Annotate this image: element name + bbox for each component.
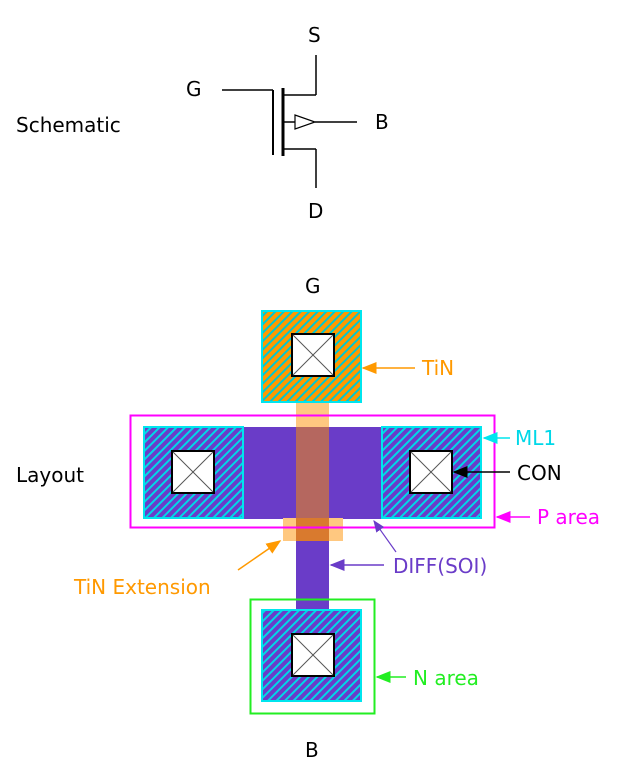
- schematic-gate-label: G: [186, 77, 202, 101]
- gate-channel-overlap: [296, 427, 329, 519]
- gate-contact: [291, 333, 335, 377]
- schematic-source-label: S: [308, 23, 321, 47]
- source-contact: [171, 450, 215, 494]
- tin-extension-arrow-icon: [237, 540, 282, 571]
- body-contact: [291, 633, 335, 677]
- layout-body-label: B: [305, 738, 319, 762]
- schematic-body-label: B: [375, 110, 389, 134]
- mosfet-symbol: [222, 55, 357, 188]
- drain-contact: [409, 450, 453, 494]
- layout-gate-label: G: [305, 274, 321, 298]
- tin-annotation: TiN: [421, 356, 454, 380]
- body-arrow-icon: [294, 114, 317, 130]
- n-area-boundary: [249, 598, 376, 715]
- layout-label: Layout: [16, 463, 84, 487]
- diff-arrow-upper-icon: [373, 520, 397, 553]
- schematic-drain-label: D: [308, 199, 323, 223]
- con-annotation: CON: [517, 461, 562, 485]
- tin-extension-annotation: TiN Extension: [73, 575, 211, 599]
- diff-annotation: DIFF(SOI): [393, 554, 487, 578]
- p-area-annotation: P area: [537, 505, 600, 529]
- ml1-annotation: ML1: [515, 426, 556, 450]
- tin-extension-overlap: [296, 518, 329, 541]
- schematic-label: Schematic: [16, 113, 121, 137]
- n-area-annotation: N area: [413, 666, 479, 690]
